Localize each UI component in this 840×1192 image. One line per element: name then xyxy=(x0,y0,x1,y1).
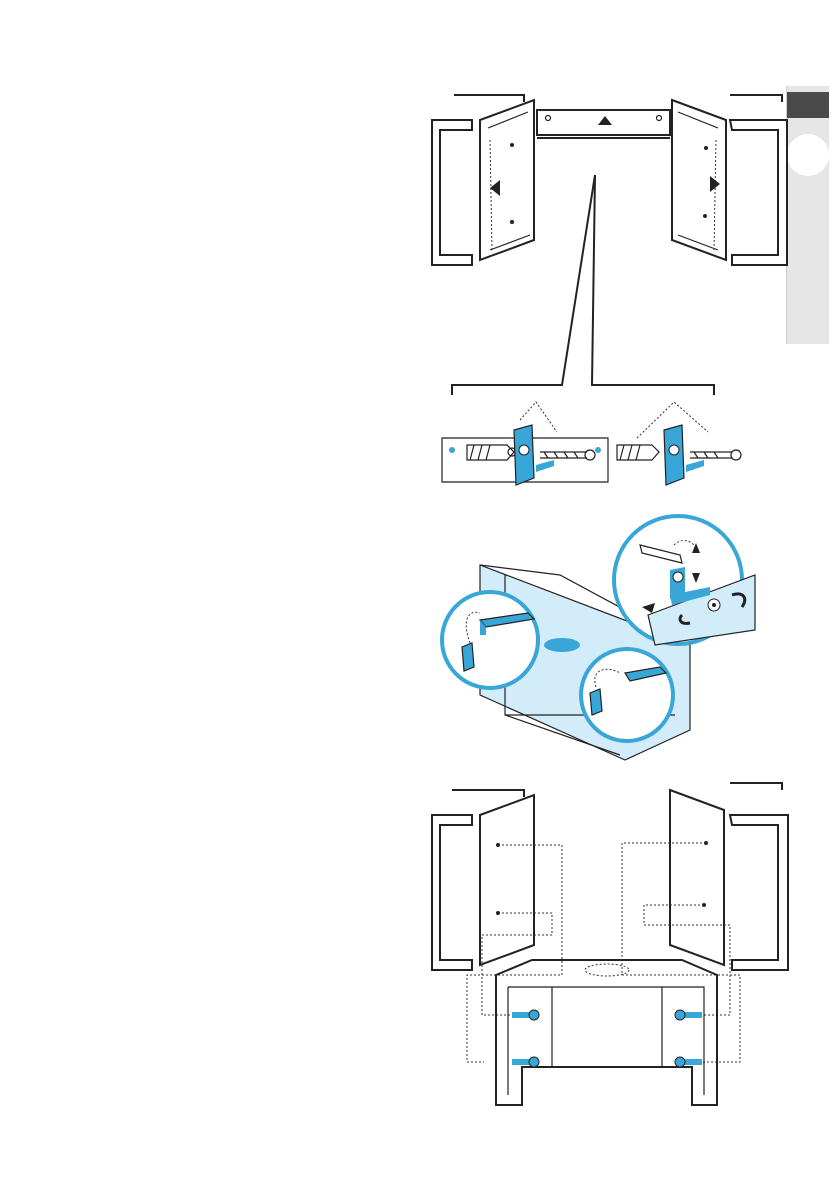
hole-marker xyxy=(703,214,707,218)
hole-marker xyxy=(510,143,514,147)
arrow-up-icon xyxy=(598,116,612,125)
left-hook-zoom xyxy=(442,592,538,688)
screw xyxy=(675,1010,702,1020)
fan-outlet xyxy=(585,964,629,976)
hole-marker xyxy=(704,146,708,150)
figure-bracket-hooks xyxy=(410,515,820,770)
figure-mounting-rail xyxy=(412,80,808,500)
right-cabinet xyxy=(670,783,788,970)
arrow-left-icon xyxy=(490,180,500,196)
figure-hood-screws xyxy=(412,775,808,1125)
wall-plug-detail xyxy=(442,402,741,485)
screw xyxy=(512,1057,539,1067)
center-hook-zoom xyxy=(581,649,673,741)
hood-body xyxy=(496,960,717,1105)
screw xyxy=(512,1010,539,1020)
right-cabinet xyxy=(672,95,787,265)
hole-marker xyxy=(510,220,514,224)
left-cabinet xyxy=(432,95,534,265)
mounting-rail xyxy=(537,110,670,138)
callout-line xyxy=(592,175,714,395)
screw xyxy=(675,1057,702,1067)
adjustment-zoom xyxy=(614,516,755,645)
fan-outlet xyxy=(544,638,580,652)
left-cabinet xyxy=(432,790,534,970)
callout-line xyxy=(452,175,595,395)
